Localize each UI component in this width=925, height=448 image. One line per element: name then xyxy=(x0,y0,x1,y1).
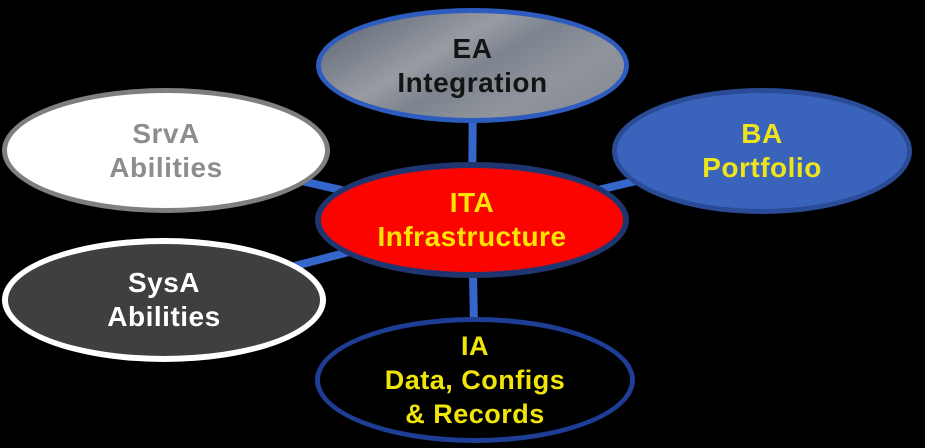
node-ea-integration[interactable]: EA Integration xyxy=(316,8,629,123)
node-label-line: Abilities xyxy=(107,301,221,332)
node-label-line: Integration xyxy=(397,66,548,98)
node-label-line: SrvA xyxy=(132,117,200,149)
node-ba-portfolio[interactable]: BA Portfolio xyxy=(612,88,912,214)
node-sysa-abilities[interactable]: SysA Abilities xyxy=(2,238,326,362)
node-label-line: Portfolio xyxy=(702,152,822,183)
node-ita-infrastructure[interactable]: ITA Infrastructure xyxy=(315,162,629,278)
node-label-line: EA xyxy=(452,32,493,64)
node-srva-abilities[interactable]: SrvA Abilities xyxy=(2,88,330,213)
node-label-line: Infrastructure xyxy=(377,221,567,252)
node-label-line: ITA xyxy=(449,187,495,218)
node-label-line: IA xyxy=(461,331,489,361)
node-label-line: Data, Configs xyxy=(384,365,566,395)
node-ia-data-configs-records[interactable]: IA Data, Configs & Records xyxy=(315,317,635,443)
node-label-line: BA xyxy=(741,118,783,149)
node-label-line: & Records xyxy=(405,399,545,429)
node-label-line: SysA xyxy=(127,267,201,298)
node-label-line: Abilities xyxy=(109,151,223,183)
